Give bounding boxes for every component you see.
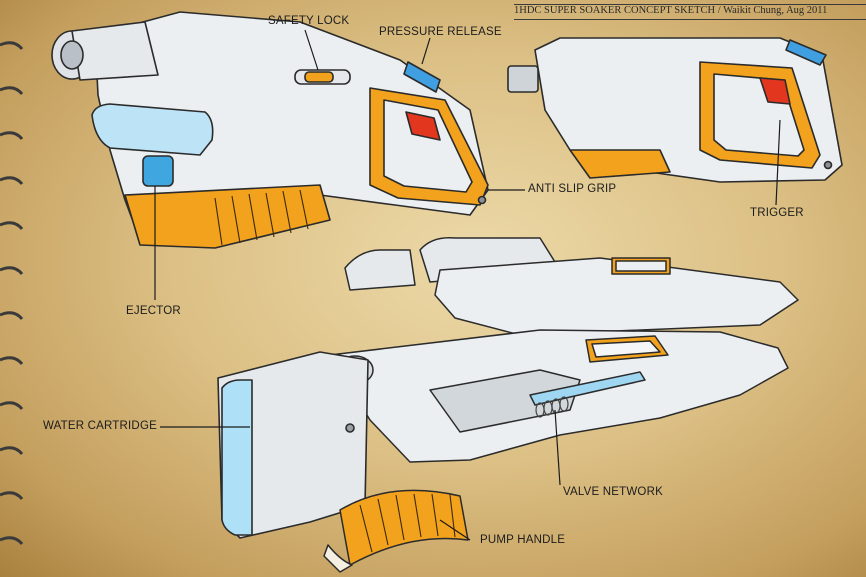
label-pressure-release: PRESSURE RELEASE (379, 26, 502, 38)
assembled-blaster-side-view (51, 11, 489, 249)
callout-lines (154, 29, 781, 541)
label-safety-lock: SAFETY LOCK (268, 15, 350, 27)
leader-valve-network (554, 409, 561, 486)
label-trigger: TRIGGER (750, 207, 804, 219)
label-water-cartridge: WATER CARTRIDGE (43, 420, 157, 432)
label-ejector: EJECTOR (126, 305, 181, 317)
leader-safety-lock (304, 29, 319, 71)
exploded-top-shell (344, 237, 799, 336)
sketch-caption: 1HDC SUPER SOAKER CONCEPT SKETCH / Waiki… (514, 5, 828, 16)
water-cartridge-drawing (217, 351, 369, 539)
label-anti-slip-grip: ANTI SLIP GRIP (528, 183, 617, 195)
exploded-lower-receiver (329, 329, 789, 463)
pump-handle-drawing (323, 489, 469, 573)
spiral-binding (0, 41, 24, 546)
leader-pump-handle (439, 519, 471, 541)
caption-rule-top (514, 4, 866, 5)
label-pump-handle: PUMP HANDLE (480, 534, 566, 546)
blaster-rear-view (507, 37, 843, 183)
label-valve-network: VALVE NETWORK (563, 486, 663, 498)
leader-trigger (775, 119, 781, 206)
caption-rule-bottom (514, 19, 866, 20)
leader-pressure-release (421, 37, 431, 65)
